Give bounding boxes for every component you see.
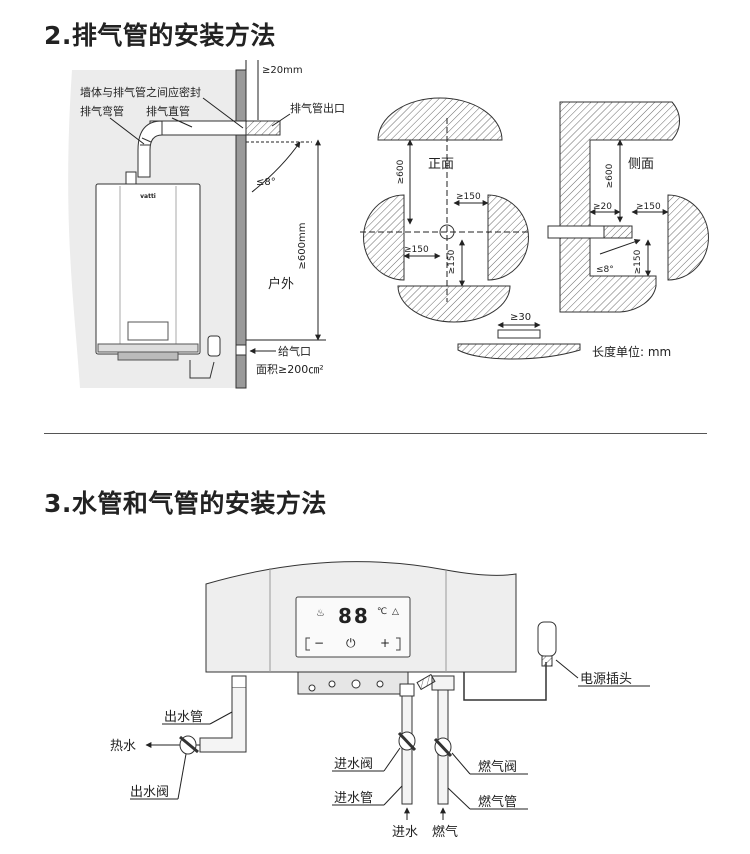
water-gas-installation-diagram: ♨ 88 ℃ △ − ⏻ + 电源插头 出水管 热水 出水阀 (110, 561, 650, 840)
air-intake-opening (235, 344, 247, 356)
plus-button[interactable]: + (380, 636, 390, 650)
power-plug (207, 335, 221, 357)
power-cord-3 (463, 662, 547, 701)
front-150-bottom-label: ≥150 (447, 249, 457, 274)
heater-display (127, 321, 169, 341)
outlet-label: 排气管出口 (290, 101, 345, 115)
side-600-label: ≥600 (605, 163, 615, 188)
side-150-bottom-label: ≥150 (633, 249, 643, 274)
exhaust-straight-pipe (149, 120, 247, 136)
front-bottom-obstacle (397, 285, 511, 323)
front-150-left-label: ≥150 (404, 245, 429, 255)
power-plug-3 (537, 621, 557, 657)
outdoor-label: 户外 (268, 276, 294, 292)
hot-water-outlet-pipe (199, 688, 247, 753)
brand-logo: vatti (140, 193, 156, 200)
ceiling-gap-diagram: ≥30 长度单位: mm (457, 312, 671, 360)
power-cord (189, 360, 215, 379)
front-150-top-label: ≥150 (456, 192, 481, 202)
section-divider (44, 433, 707, 434)
section2-title: 2.排气管的安装方法 (44, 21, 276, 50)
display-unit: ℃ (377, 607, 387, 617)
side-wall-bottom (559, 237, 657, 313)
gas-valve-label: 燃气阀 (478, 759, 517, 775)
exhaust-installation-diagram: vatti ≥20mm 墙体与排气管之间应密封 排气弯管 排气直管 排气管出口 … (68, 60, 345, 389)
gap-20mm-label: ≥20mm (262, 65, 303, 76)
display-digits: 88 (338, 604, 370, 628)
exhaust-elbow-pipe (137, 120, 163, 178)
side-wall-top (559, 101, 681, 227)
intake-label: 给气口 (278, 344, 311, 358)
gas-pipe-label: 燃气管 (478, 794, 517, 810)
outlet-valve-label: 出水阀 (130, 785, 169, 800)
hot-water-label: 热水 (110, 739, 136, 754)
front-right-obstacle (487, 194, 529, 281)
outlet-pipe-label: 出水管 (164, 710, 203, 725)
power-plug-label: 电源插头 (580, 672, 632, 687)
seal-label: 墙体与排气管之间应密封 (80, 85, 201, 99)
control-display (295, 596, 411, 658)
front-view-title: 正面 (428, 157, 454, 172)
angle-label: ≤8° (256, 177, 276, 188)
front-left-obstacle (363, 194, 405, 281)
exhaust-pipe-outlet (245, 120, 281, 136)
elbow-label: 排气弯管 (80, 104, 124, 118)
inlet-valve-label: 进水阀 (334, 757, 373, 772)
side-angle-label: ≤8° (596, 265, 614, 275)
water-in-label: 进水 (392, 825, 418, 840)
side-view-diagram: ≥600 侧面 ≥20 ≥150 ≤8° ≥150 (547, 101, 709, 313)
section3-title: 3.水管和气管的安装方法 (44, 489, 327, 518)
side-150-right-label: ≥150 (636, 202, 661, 212)
unit-note: 长度单位: mm (592, 344, 671, 359)
side-right-obstacle (667, 194, 709, 281)
area-label: 面积≥200㎝² (256, 363, 324, 376)
power-button[interactable]: ⏻ (346, 636, 356, 650)
ceiling-obstacle (457, 343, 581, 360)
front-top-obstacle (377, 97, 503, 141)
minus-button[interactable]: − (314, 636, 324, 650)
flame-icon: △ (392, 607, 399, 617)
inlet-pipe-label: 进水管 (334, 791, 373, 806)
front-600-label: ≥600 (396, 159, 406, 184)
height-600mm-label: ≥600mm (297, 223, 308, 270)
wall (235, 69, 247, 389)
gas-in-label: 燃气 (432, 824, 458, 840)
side-20-label: ≥20 (593, 202, 612, 212)
straight-pipe-label: 排气直管 (146, 104, 190, 118)
front-view-diagram: ≥600 正面 ≥150 ≥150 ≥150 (360, 97, 530, 323)
water-temp-icon: ♨ (316, 608, 325, 619)
ceiling-30-label: ≥30 (510, 312, 531, 323)
side-view-title: 侧面 (628, 157, 654, 172)
